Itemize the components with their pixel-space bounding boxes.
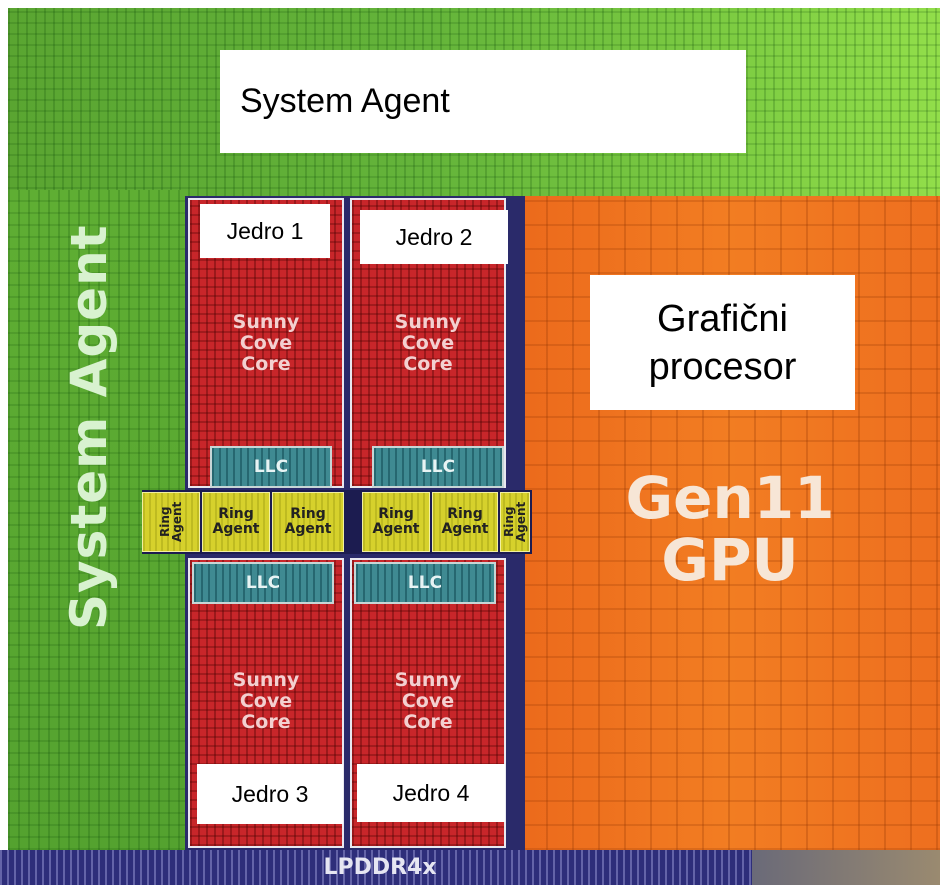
ring-agent-1: Ring Agent [142,492,200,552]
core-2-label: Jedro 2 [360,210,508,264]
ring-agent-3: Ring Agent [272,492,344,552]
gpu-name-line1: Gen11 [625,464,835,532]
ring-agent-4: Ring Agent [362,492,430,552]
core-1-label: Jedro 1 [200,204,330,258]
ring-agent-row: Ring Agent Ring Agent Ring Agent Ring Ag… [142,490,532,554]
ring-agent-2: Ring Agent [202,492,270,552]
llc-3: LLC [192,562,334,604]
gpu-name-line2: GPU [661,526,799,594]
llc-1: LLC [210,446,332,488]
gpu-label: Grafični procesor [590,275,855,410]
core-4-label: Jedro 4 [357,764,505,822]
llc-4: LLC [354,562,496,604]
ring-agent-5: Ring Agent [432,492,498,552]
system-agent-label: System Agent [220,50,746,153]
memory-interface-strip: LPDDR4x [0,850,940,885]
ring-agent-6: Ring Agent [500,492,530,552]
gpu-label-text: Grafični procesor [648,297,797,388]
llc-2: LLC [372,446,504,488]
memory-label: LPDDR4x [323,855,437,880]
core-3-label: Jedro 3 [197,764,343,824]
memory-strip-end [752,850,940,885]
